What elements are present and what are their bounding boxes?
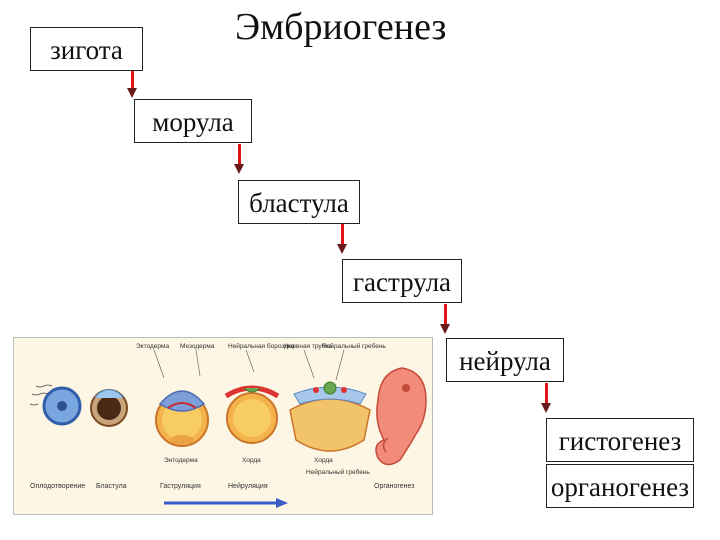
neural-tube-stage-icon: [289, 381, 371, 452]
stage-histogenesis: гистогенез: [546, 418, 694, 462]
label-endoderm: Энтодерма: [164, 457, 198, 464]
embryo-icon: [375, 367, 427, 466]
embryo-stages-illustration: Эктодерма Мезодерма Нейральная бороздка …: [13, 337, 433, 515]
arrow-down-icon: [127, 71, 139, 98]
label-neural-groove: Нейральная бороздка: [228, 342, 295, 350]
label-notochord: Хорда: [242, 457, 261, 464]
illustration-mid-labels: Энтодерма Хорда Хорда Нейральный гребень: [164, 457, 370, 476]
blastula-icon: [90, 389, 128, 427]
label-fertilization: Оплодотворение: [30, 483, 85, 490]
fertilization-egg-icon: [29, 384, 82, 426]
gastrula-icon: [155, 390, 209, 447]
label-mesoderm: Мезодерма: [180, 343, 215, 350]
stage-blastula: бластула: [238, 180, 360, 224]
stage-morula: морула: [134, 99, 252, 143]
label-blastula: Бластула: [96, 483, 127, 490]
label-neural-tube: Нервная трубка: [284, 342, 332, 350]
illustration-bottom-labels: Оплодотворение Бластула Гаструляция Нейр…: [30, 482, 415, 490]
neurula-icon: [224, 385, 280, 444]
arrow-down-icon: [234, 144, 246, 174]
label-neural-crest-2: Нейральный гребень: [306, 468, 370, 476]
label-notochord-2: Хорда: [314, 457, 333, 464]
label-gastrulation: Гаструляция: [160, 483, 201, 490]
stage-gastrula: гаструла: [342, 259, 462, 303]
label-ectoderm: Эктодерма: [136, 343, 169, 350]
arrow-down-icon: [541, 383, 553, 413]
stage-zygote: зигота: [30, 27, 143, 71]
arrow-down-icon: [440, 304, 452, 334]
stage-organogenesis: органогенез: [546, 464, 694, 508]
arrow-down-icon: [337, 224, 349, 254]
stage-neurula: нейрула: [446, 338, 564, 382]
page-title: Эмбриогенез: [235, 6, 447, 48]
label-organogenesis: Органогенез: [374, 483, 415, 490]
label-neural-crest: Нейральный гребень: [322, 342, 386, 350]
label-neurulation: Нейруляция: [228, 482, 268, 490]
progress-arrow-icon: [164, 498, 288, 508]
illustration-top-labels: Эктодерма Мезодерма Нейральная бороздка …: [136, 342, 386, 350]
